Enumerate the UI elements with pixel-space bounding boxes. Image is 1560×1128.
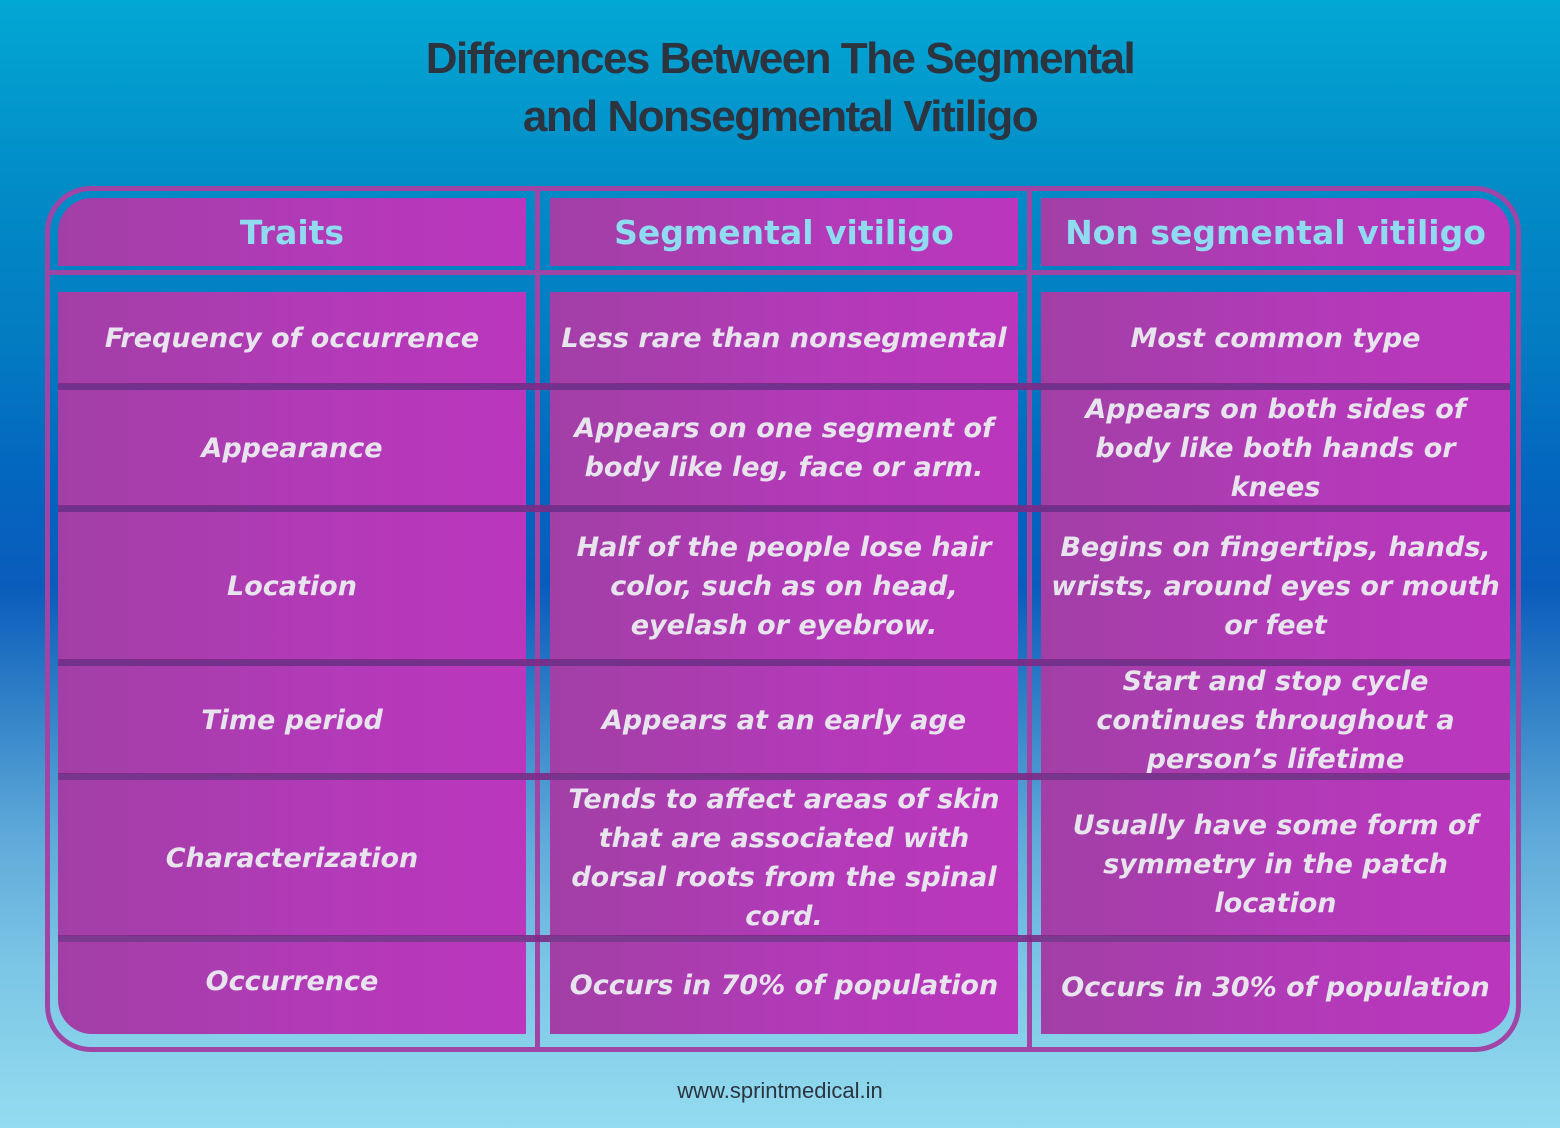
header-segmental: Segmental vitiligo — [550, 198, 1018, 266]
trait-cell: Appearance — [58, 390, 526, 506]
trait-cell: Time period — [58, 666, 526, 774]
column-divider-2 — [1027, 186, 1032, 1052]
footer-url: www.sprintmedical.in — [677, 1078, 883, 1103]
nonsegmental-cell: Usually have some form of symmetry in th… — [1041, 780, 1510, 936]
segmental-cell: Tends to affect areas of skin that are a… — [550, 780, 1018, 936]
segmental-cell: Appears at an early age — [550, 666, 1018, 774]
nonsegmental-cell: Appears on both sides of body like both … — [1041, 390, 1510, 506]
trait-cell: Characterization — [58, 780, 526, 936]
header-traits: Traits — [58, 198, 526, 266]
row-divider — [58, 383, 1510, 390]
nonsegmental-cell: Occurs in 30% of population — [1041, 942, 1510, 1034]
nonsegmental-cell: Begins on fingertips, hands, wrists, aro… — [1041, 512, 1510, 660]
column-divider-1 — [535, 186, 540, 1052]
trait-cell: Frequency of occurrence — [58, 292, 526, 384]
trait-cell: Occurrence — [58, 942, 526, 1034]
row-divider — [58, 935, 1510, 942]
segmental-cell: Half of the people lose hair color, such… — [550, 512, 1018, 660]
header-nonsegmental: Non segmental vitiligo — [1041, 198, 1510, 266]
trait-cell: Location — [58, 512, 526, 660]
nonsegmental-cell: Most common type — [1041, 292, 1510, 384]
title-line-1: Differences Between The Segmental — [425, 34, 1136, 83]
page-title: Differences Between The Segmental and No… — [0, 30, 1560, 146]
row-divider — [58, 505, 1510, 512]
title-line-2: and Nonsegmental Vitiligo — [522, 92, 1039, 141]
row-divider — [58, 773, 1510, 780]
segmental-cell: Occurs in 70% of population — [550, 942, 1018, 1034]
segmental-cell: Appears on one segment of body like leg,… — [550, 390, 1018, 506]
table-frame — [45, 186, 1521, 1052]
header-divider — [48, 270, 1518, 275]
segmental-cell: Less rare than nonsegmental — [550, 292, 1018, 384]
row-divider — [58, 659, 1510, 666]
nonsegmental-cell: Start and stop cycle continues throughou… — [1041, 666, 1510, 775]
